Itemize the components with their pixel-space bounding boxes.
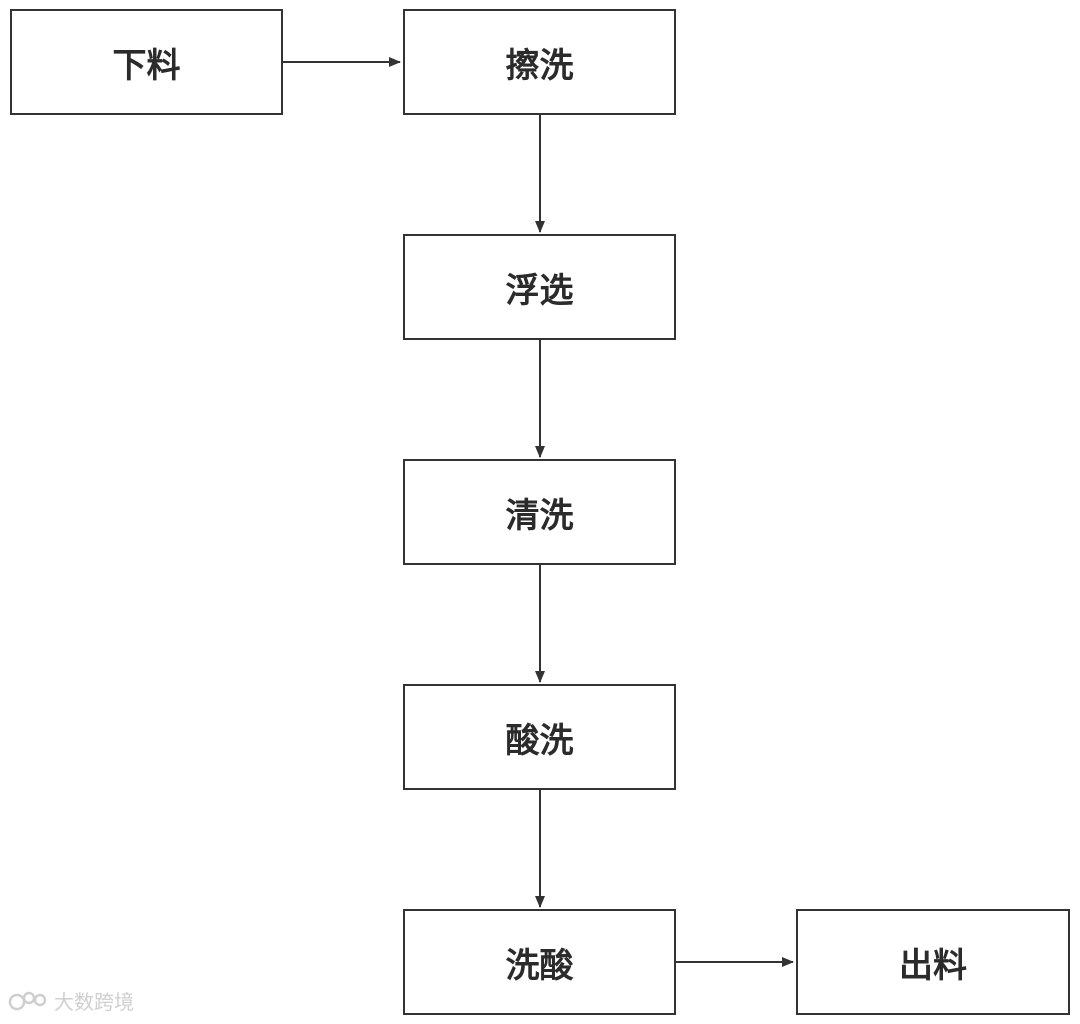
- node-chuliao: 出料: [796, 909, 1070, 1015]
- node-xialiao-label: 下料: [112, 45, 181, 86]
- node-qingxi: 清洗: [403, 459, 676, 565]
- node-caxi-label: 擦洗: [505, 45, 574, 86]
- watermark-text: 大数跨境: [54, 990, 134, 1014]
- watermark-logo-icon: [8, 991, 47, 1010]
- node-xisuan: 洗酸: [403, 909, 676, 1015]
- node-chuliao-label: 出料: [899, 945, 967, 986]
- node-suanxi: 酸洗: [403, 684, 676, 790]
- watermark: 大数跨境: [8, 986, 134, 1015]
- node-fuxuan: 浮选: [403, 234, 676, 340]
- node-xisuan-label: 洗酸: [505, 945, 574, 986]
- node-fuxuan-label: 浮选: [505, 270, 574, 311]
- node-xialiao: 下料: [10, 9, 283, 115]
- node-caxi: 擦洗: [403, 9, 676, 115]
- node-qingxi-label: 清洗: [505, 495, 574, 536]
- node-suanxi-label: 酸洗: [505, 720, 574, 761]
